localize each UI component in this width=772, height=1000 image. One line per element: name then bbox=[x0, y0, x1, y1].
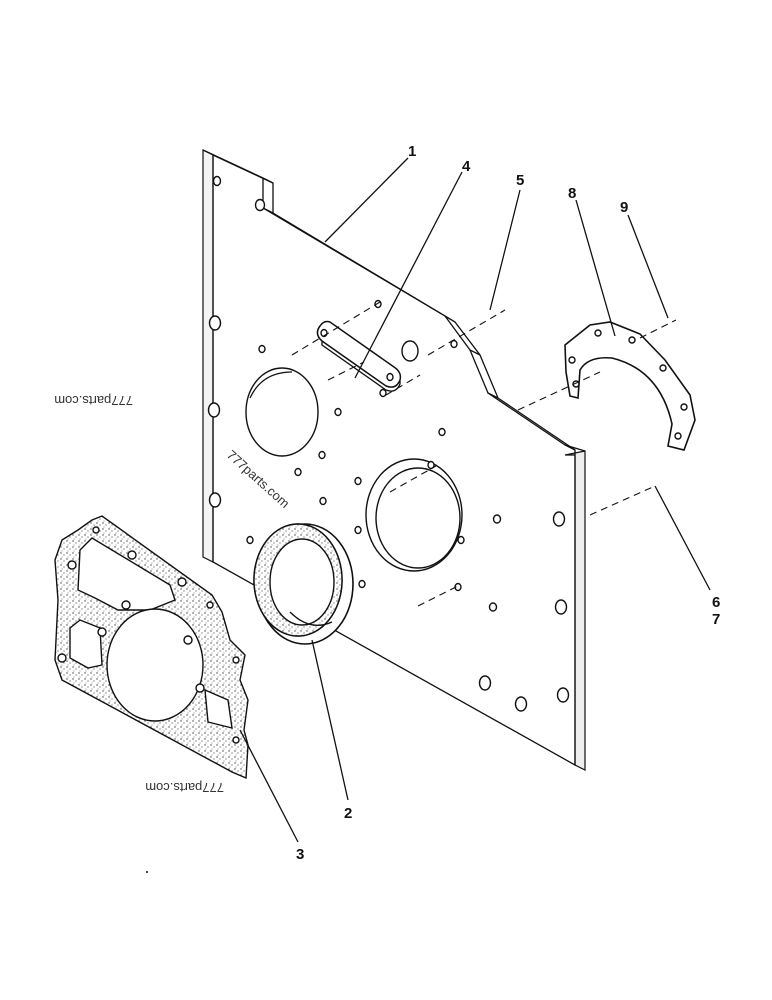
callout-4: 4 bbox=[462, 158, 471, 175]
watermark-bottom: 777parts.com bbox=[145, 780, 224, 795]
callout-1: 1 bbox=[408, 143, 416, 160]
speck-dot bbox=[146, 871, 148, 873]
link-bar-part-4 bbox=[316, 320, 402, 392]
callout-8: 8 bbox=[568, 185, 576, 202]
callout-3: 3 bbox=[296, 846, 304, 863]
gasket-part-3 bbox=[54, 515, 249, 780]
retainer-part-8 bbox=[564, 321, 696, 451]
callout-labels: 1 4 5 8 9 6 7 2 3 bbox=[296, 143, 720, 863]
watermark-left: 777parts.com bbox=[54, 393, 133, 408]
callout-5: 5 bbox=[516, 172, 524, 189]
callout-9: 9 bbox=[620, 199, 628, 216]
callout-2: 2 bbox=[344, 805, 352, 822]
plate-part-1 bbox=[202, 149, 586, 771]
callout-7: 7 bbox=[712, 611, 720, 628]
callout-6: 6 bbox=[712, 594, 720, 611]
seal-ring-part-2 bbox=[253, 523, 354, 645]
leader-lines bbox=[239, 157, 711, 843]
plate-bolt-holes bbox=[207, 175, 570, 712]
